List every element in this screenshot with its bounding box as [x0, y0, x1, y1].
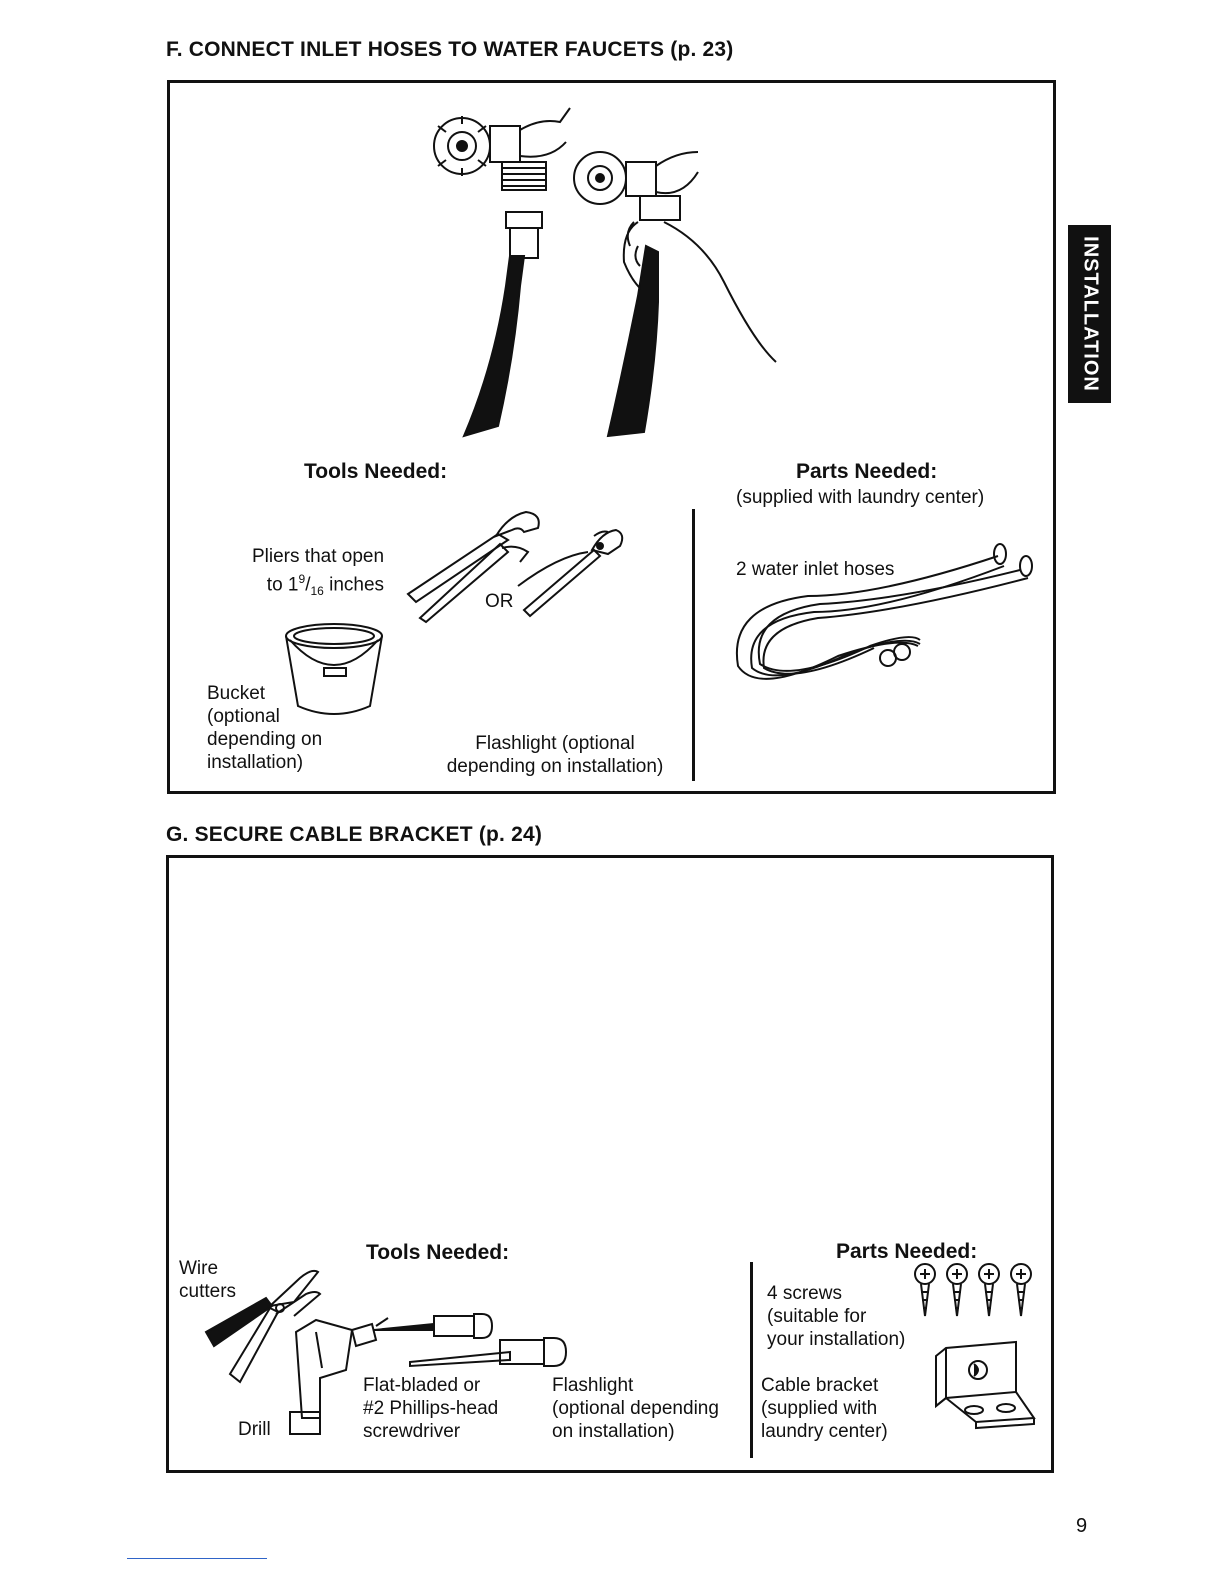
screws-illustration: [914, 1263, 1032, 1317]
screws-label-line-1: 4 screws: [767, 1283, 842, 1304]
screws-label-line-2: (suitable for: [767, 1306, 867, 1327]
wire-cutters-icon: [204, 1269, 322, 1384]
screwdriver-icon: [373, 1313, 568, 1368]
pliers-size-numerator: 9: [298, 572, 306, 586]
pliers-or-label: OR: [485, 591, 514, 612]
section-f-heading: F. CONNECT INLET HOSES TO WATER FAUCETS …: [166, 38, 734, 61]
bucket-label-line-1: Bucket: [207, 683, 266, 704]
flashlight-label-line-1: Flashlight (optional: [475, 733, 635, 754]
section-f-parts-subtitle: (supplied with laundry center): [736, 487, 985, 508]
flashlight-label-g: Flashlight (optional depending on instal…: [552, 1374, 719, 1443]
pliers-size-denominator: 16: [310, 584, 324, 599]
drill-icon: [289, 1317, 389, 1435]
screwdriver-label: Flat-bladed or #2 Phillips-head screwdri…: [363, 1374, 498, 1443]
section-f-divider: [692, 509, 695, 781]
faucet-icon: [433, 107, 571, 191]
section-g-tools-title: Tools Needed:: [366, 1241, 510, 1264]
faucet-icon: [573, 151, 699, 221]
side-tab-installation: INSTALLATION: [1068, 225, 1111, 403]
section-g-heading: G. SECURE CABLE BRACKET (p. 24): [166, 823, 543, 846]
section-f-panel: [167, 80, 1056, 794]
screws-label-line-3: your installation): [767, 1329, 906, 1350]
cable-bracket-label-line-2: (supplied with: [761, 1398, 878, 1419]
screw-icon: [978, 1263, 1000, 1317]
pliers-label-line: Pliers that open: [252, 546, 385, 567]
side-tab-label: INSTALLATION: [1079, 236, 1101, 392]
faucet-hose-illustration: [433, 107, 777, 438]
cable-bracket-icon: [935, 1340, 1036, 1430]
section-g-panel: [166, 855, 1054, 1473]
pliers-label: Pliers that open to 19/16 inches: [252, 545, 384, 603]
section-f-parts-title: Parts Needed:: [796, 460, 938, 483]
inlet-hoses-icon: [735, 543, 1033, 680]
drill-label: Drill: [238, 1419, 271, 1440]
screwdriver-label-line-2: #2 Phillips-head: [363, 1398, 499, 1419]
screw-icon: [1010, 1263, 1032, 1317]
section-g-divider: [750, 1262, 753, 1458]
screwdriver-label-line-1: Flat-bladed or: [363, 1375, 481, 1396]
page-number: 9: [1076, 1515, 1088, 1537]
section-f-tools-title: Tools Needed:: [304, 460, 448, 483]
wire-cutters-label-line-2: cutters: [179, 1281, 237, 1302]
wire-cutters-label: Wire cutters: [179, 1257, 236, 1303]
bucket-label: Bucket (optional depending on installati…: [207, 682, 322, 774]
flashlight-g-line-1: Flashlight: [552, 1375, 634, 1396]
bucket-icon: [285, 623, 383, 715]
flashlight-g-line-3: on installation): [552, 1421, 675, 1442]
cable-bracket-label-line-3: laundry center): [761, 1421, 888, 1442]
footer-line: [127, 1558, 267, 1559]
pliers-size-suffix: inches: [323, 574, 385, 596]
pliers-size-prefix: to 1: [266, 574, 299, 596]
flashlight-g-line-2: (optional depending: [552, 1398, 719, 1419]
flashlight-label-f: Flashlight (optional depending on instal…: [430, 732, 680, 778]
bucket-label-line-4: installation): [207, 752, 304, 773]
section-g-parts-title: Parts Needed:: [836, 1240, 978, 1263]
hose-icon: [606, 244, 659, 438]
bucket-label-line-2: (optional: [207, 706, 280, 727]
flashlight-label-line-2: depending on installation): [446, 756, 664, 777]
pliers-size-line: to 19/16 inches: [266, 572, 385, 599]
bucket-label-line-3: depending on: [207, 729, 323, 750]
hand-icon: [622, 221, 777, 363]
hose-icon: [462, 211, 543, 438]
screw-icon: [946, 1263, 968, 1317]
screwdriver-label-line-3: screwdriver: [363, 1421, 461, 1442]
wire-cutters-label-line-1: Wire: [179, 1258, 219, 1279]
pliers-icon: [406, 510, 624, 624]
cable-bracket-label: Cable bracket (supplied with laundry cen…: [761, 1374, 888, 1443]
cable-bracket-label-line-1: Cable bracket: [761, 1375, 879, 1396]
inlet-hoses-label: 2 water inlet hoses: [736, 559, 895, 580]
screw-icon: [914, 1263, 936, 1317]
screws-label: 4 screws (suitable for your installation…: [767, 1282, 905, 1351]
